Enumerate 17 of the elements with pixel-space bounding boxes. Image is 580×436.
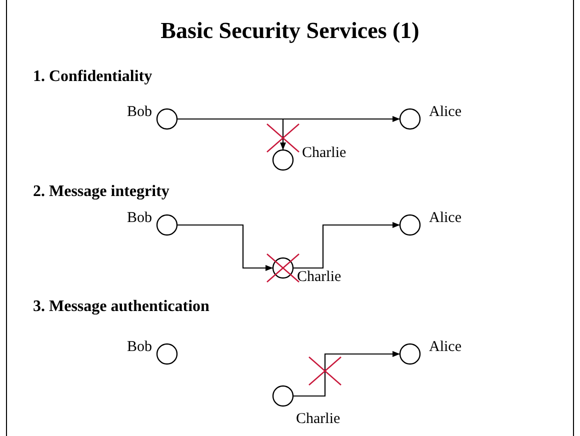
arrow bbox=[177, 224, 273, 272]
name-label: Bob bbox=[126, 104, 152, 121]
name-label: Charlie bbox=[302, 145, 346, 162]
name-label: Alice bbox=[429, 210, 462, 227]
name-label: Bob bbox=[126, 339, 152, 356]
arrow bbox=[177, 118, 286, 150]
name-label: Alice bbox=[429, 104, 462, 121]
section-heading: 3. Message authentication bbox=[33, 298, 210, 316]
name-label: Charlie bbox=[296, 411, 340, 428]
name-label: Charlie bbox=[297, 269, 342, 286]
title: Basic Security Services (1) bbox=[160, 18, 420, 44]
name-label: Alice bbox=[429, 339, 462, 356]
arrow bbox=[293, 222, 400, 269]
section-heading: 1. Confidentiality bbox=[33, 68, 152, 86]
name-label: Bob bbox=[126, 210, 152, 227]
arrow bbox=[293, 350, 400, 397]
section-heading: 2. Message integrity bbox=[33, 183, 170, 201]
